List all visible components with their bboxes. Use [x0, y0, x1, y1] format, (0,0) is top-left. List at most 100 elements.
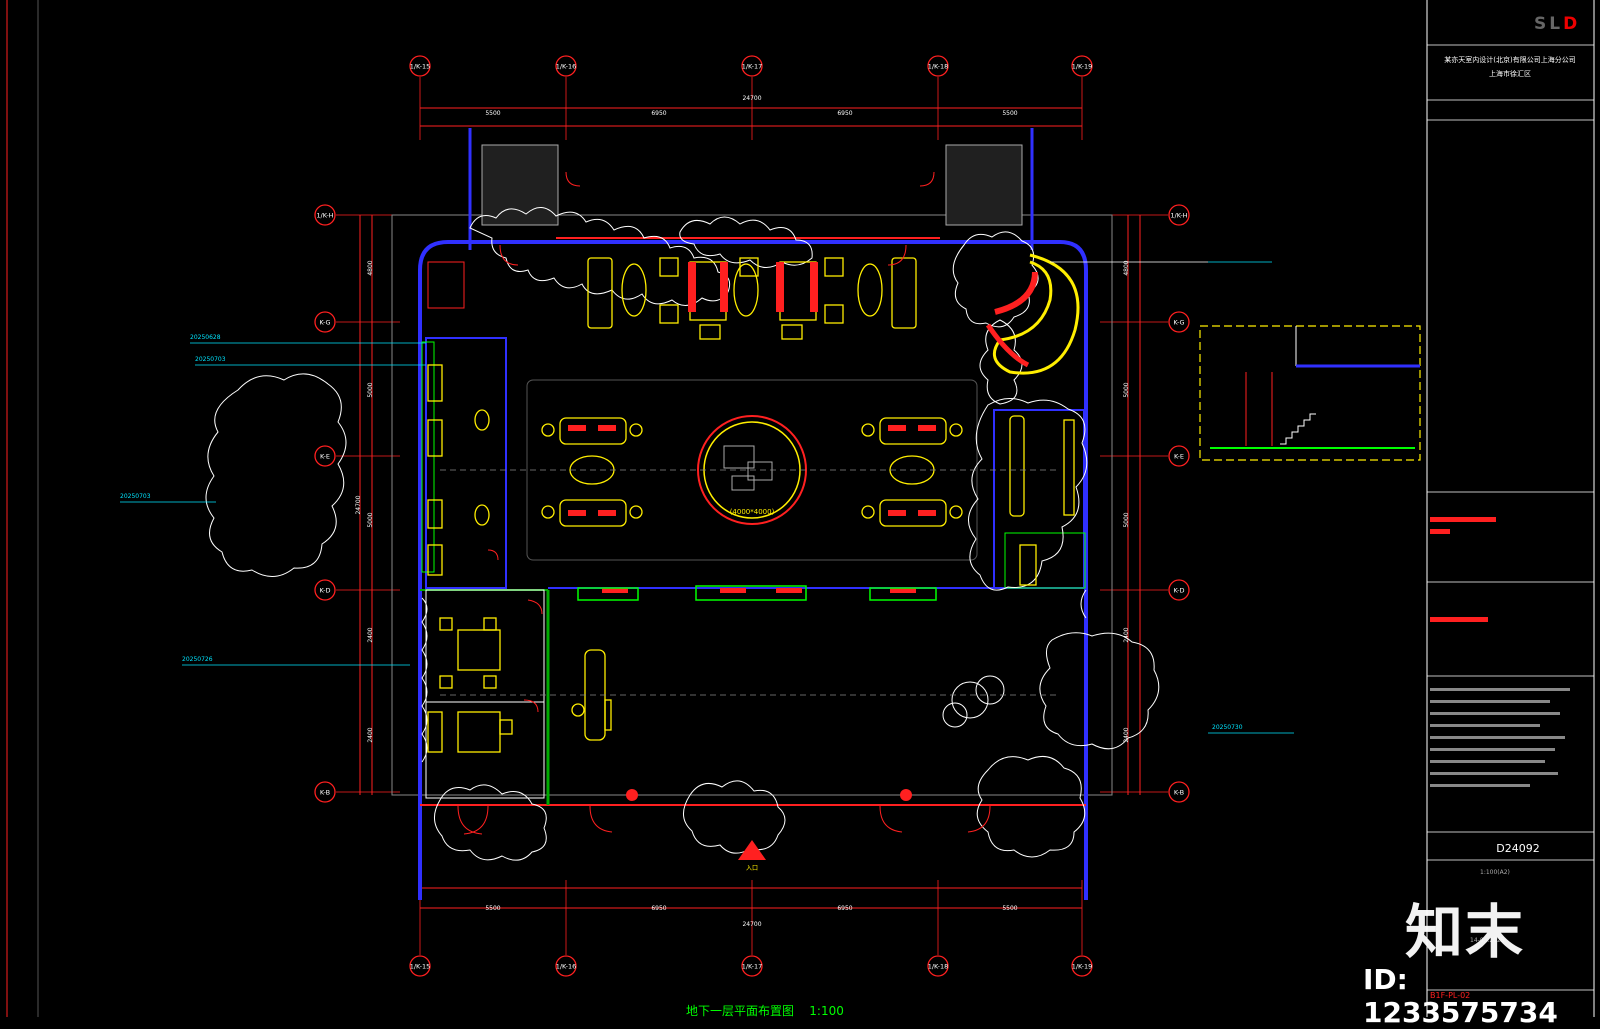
- watermark-brand: 知末: [1405, 898, 1526, 966]
- door-swings: [457, 171, 991, 835]
- dimension-lines: [359, 107, 1141, 909]
- dimension-total-bottom: 24700: [742, 921, 761, 928]
- revision-note: 20250726: [182, 656, 213, 663]
- drawing-scale: 1:100: [809, 1004, 844, 1018]
- drawing-title: 地下一层平面布置图 1:100: [686, 1002, 844, 1019]
- axis-bubble-right: K-D: [1168, 579, 1190, 601]
- axis-bubble-right: K-B: [1168, 781, 1190, 803]
- svg-text:1/K-19: 1/K-19: [1072, 963, 1093, 971]
- building-walls: [391, 128, 1113, 900]
- revision-note: 20250730: [1212, 724, 1243, 731]
- svg-text:1/K-H: 1/K-H: [316, 212, 333, 220]
- svg-text:K-B: K-B: [1174, 789, 1184, 797]
- title-block-red-notes: [1430, 517, 1496, 622]
- axis-bubble-left: 1/K-H: [314, 204, 336, 226]
- sld-logo-text: SL: [1534, 14, 1564, 34]
- axis-bubble-bottom: 1/K-19: [1071, 955, 1093, 977]
- dimension-vertical-right: 5000: [1123, 512, 1130, 527]
- revision-note: 20250703: [120, 493, 151, 500]
- svg-text:K-G: K-G: [1173, 319, 1184, 327]
- svg-text:D24092: D24092: [1496, 842, 1539, 855]
- drawing-title-text: 地下一层平面布置图: [686, 1004, 795, 1018]
- dimension-span-top: 6950: [651, 110, 666, 117]
- entrance-marker: [738, 840, 766, 860]
- axis-bubble-top: 1/K-15: [409, 55, 431, 77]
- svg-text:K-E: K-E: [320, 453, 330, 461]
- svg-text:1/K-18: 1/K-18: [928, 963, 949, 971]
- svg-text:1/K-17: 1/K-17: [742, 963, 763, 971]
- svg-text:1/K-17: 1/K-17: [742, 63, 763, 71]
- title-block-notes: [1430, 688, 1570, 787]
- axis-grid: 1/K-15 1/K-16 1/K-17 1/K-18 1/K-19 1/K-15 1/K-…: [314, 55, 1190, 977]
- dimension-span-top: 5500: [1002, 110, 1017, 117]
- centerlines: [440, 469, 1060, 696]
- svg-text:K-E: K-E: [1174, 453, 1184, 461]
- axis-bubble-left: K-E: [314, 445, 336, 467]
- section-detail: [1199, 325, 1421, 461]
- dimension-vertical-left: 2400: [367, 727, 374, 742]
- svg-text:14-0...2025: 14-0...2025: [1470, 937, 1505, 944]
- sld-logo: SLD: [1534, 14, 1580, 34]
- dimension-span-bottom: 5500: [485, 905, 500, 912]
- dimension-vertical-right: 5000: [1123, 382, 1130, 397]
- axis-bubble-right: 1/K-H: [1168, 204, 1190, 226]
- axis-bubble-left: K-D: [314, 579, 336, 601]
- axis-bubble-left: K-B: [314, 781, 336, 803]
- dimension-vertical-left: 5000: [367, 512, 374, 527]
- axis-bubble-top: 1/K-16: [555, 55, 577, 77]
- spiral-stair: [985, 253, 1080, 375]
- svg-text:1:100(A2): 1:100(A2): [1480, 869, 1510, 876]
- dimension-span-bottom: 5500: [1002, 905, 1017, 912]
- axis-bubble-top: 1/K-18: [927, 55, 949, 77]
- circle-size-label: (4000*4000): [730, 508, 775, 516]
- dimension-span-bottom: 6950: [837, 905, 852, 912]
- dimension-span-top: 5500: [485, 110, 500, 117]
- entrance-label: 入口: [746, 865, 758, 872]
- axis-bubble-bottom: 1/K-17: [741, 955, 763, 977]
- svg-text:1/K-H: 1/K-H: [1170, 212, 1187, 220]
- revision-note: 20250628: [190, 334, 221, 341]
- axis-bubble-bottom: 1/K-18: [927, 955, 949, 977]
- revision-note: 20250703: [195, 356, 226, 363]
- axis-bubble-left: K-G: [314, 311, 336, 333]
- svg-text:K-B: K-B: [320, 789, 330, 797]
- svg-text:某亦天室内设计(北京)有限公司上海分公司: 某亦天室内设计(北京)有限公司上海分公司: [1444, 55, 1575, 64]
- svg-text:1/K-18: 1/K-18: [928, 63, 949, 71]
- axis-bubble-top: 1/K-17: [741, 55, 763, 77]
- svg-text:B1F-PL-02: B1F-PL-02: [1430, 991, 1470, 1000]
- axis-bubble-right: K-E: [1168, 445, 1190, 467]
- sld-logo-accent: D: [1563, 14, 1581, 34]
- svg-text:K-D: K-D: [320, 587, 331, 595]
- svg-text:1/K-16: 1/K-16: [556, 63, 577, 71]
- dimension-vertical-right: 2400: [1123, 627, 1130, 642]
- axis-bubble-bottom: 1/K-16: [555, 955, 577, 977]
- dimension-vertical-left: 5000: [367, 382, 374, 397]
- dimension-total-top: 24700: [742, 95, 761, 102]
- svg-text:K-G: K-G: [319, 319, 330, 327]
- display-counters: [577, 585, 937, 601]
- axis-bubble-right: K-G: [1168, 311, 1190, 333]
- svg-text:1/K-15: 1/K-15: [410, 963, 431, 971]
- dimension-vertical-left: 4800: [367, 260, 374, 275]
- revision-notes: 20250628 20250703 20250703 20250726 20250730: [120, 334, 1243, 731]
- svg-text:1/K-19: 1/K-19: [1072, 63, 1093, 71]
- dimension-span-top: 6950: [837, 110, 852, 117]
- dimension-texts: 5500 5500 6950 6950 6950 6950 5500 5500 24700 247…: [355, 95, 1130, 928]
- axis-bubble-top: 1/K-19: [1071, 55, 1093, 77]
- revision-leaders: [120, 261, 1294, 734]
- dimension-span-bottom: 6950: [651, 905, 666, 912]
- dimension-vertical-right: 2400: [1123, 727, 1130, 742]
- drawing-frame: [6, 0, 1595, 1017]
- title-block-text: 某亦天室内设计(北京)有限公司上海分公司 上海市徐汇区 D24092 1:100…: [1430, 55, 1576, 1000]
- red-accents: [568, 262, 936, 801]
- axis-bubble-bottom: 1/K-15: [409, 955, 431, 977]
- svg-text:K-D: K-D: [1174, 587, 1185, 595]
- dimension-vertical-left: 2400: [367, 627, 374, 642]
- svg-text:上海市徐汇区: 上海市徐汇区: [1489, 69, 1531, 78]
- dimension-vertical-right: 4800: [1123, 260, 1130, 275]
- svg-text:1/K-16: 1/K-16: [556, 963, 577, 971]
- svg-text:1/K-15: 1/K-15: [410, 63, 431, 71]
- title-block-lines: [1427, 44, 1594, 991]
- dimension-vertical-total: 24700: [355, 495, 362, 514]
